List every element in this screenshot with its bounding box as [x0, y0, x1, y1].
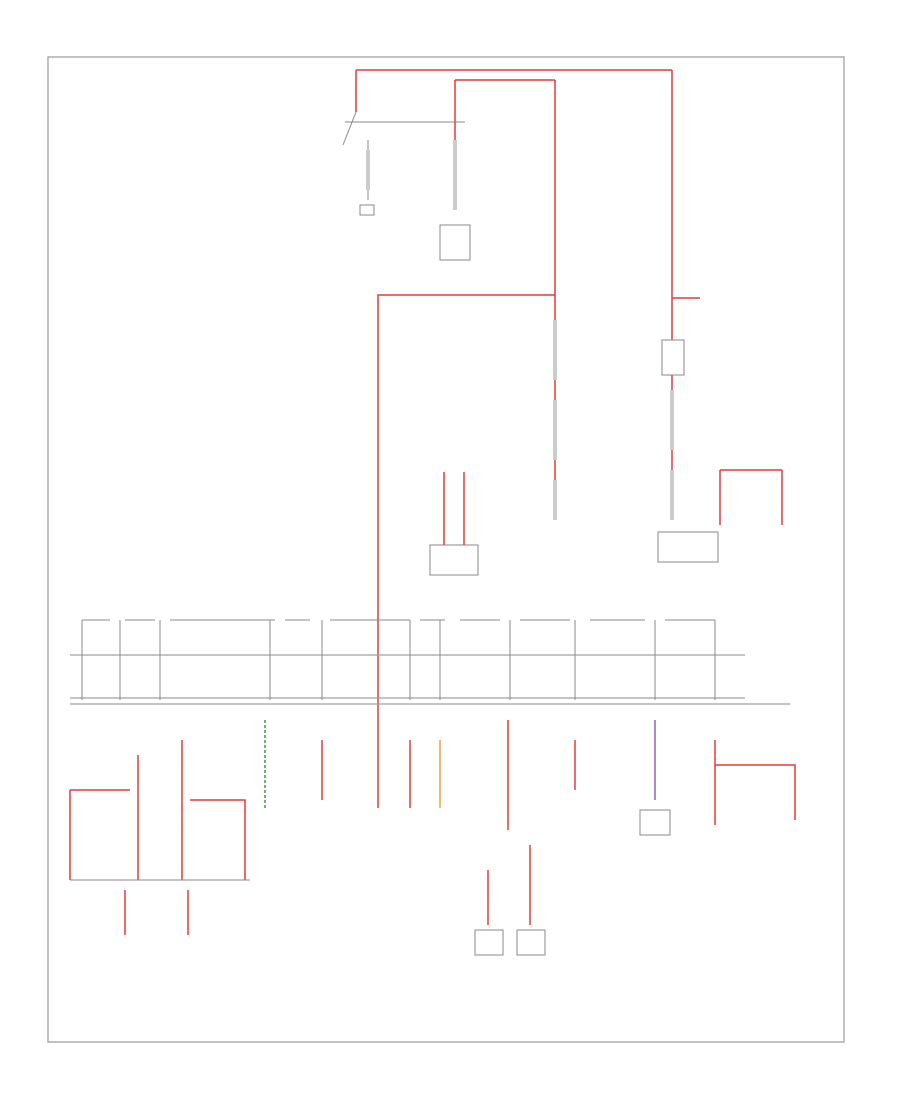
lower-outputs	[69, 720, 796, 956]
upper-connectors	[429, 320, 783, 576]
ignition-relay	[342, 111, 465, 216]
diagram-frame	[47, 56, 845, 1043]
power-branch-left	[377, 294, 555, 808]
underhood-fuse-block-upper	[439, 140, 471, 261]
underhood-fuse-block-right	[661, 297, 700, 376]
instrument-panel-fuse-block	[70, 619, 790, 705]
